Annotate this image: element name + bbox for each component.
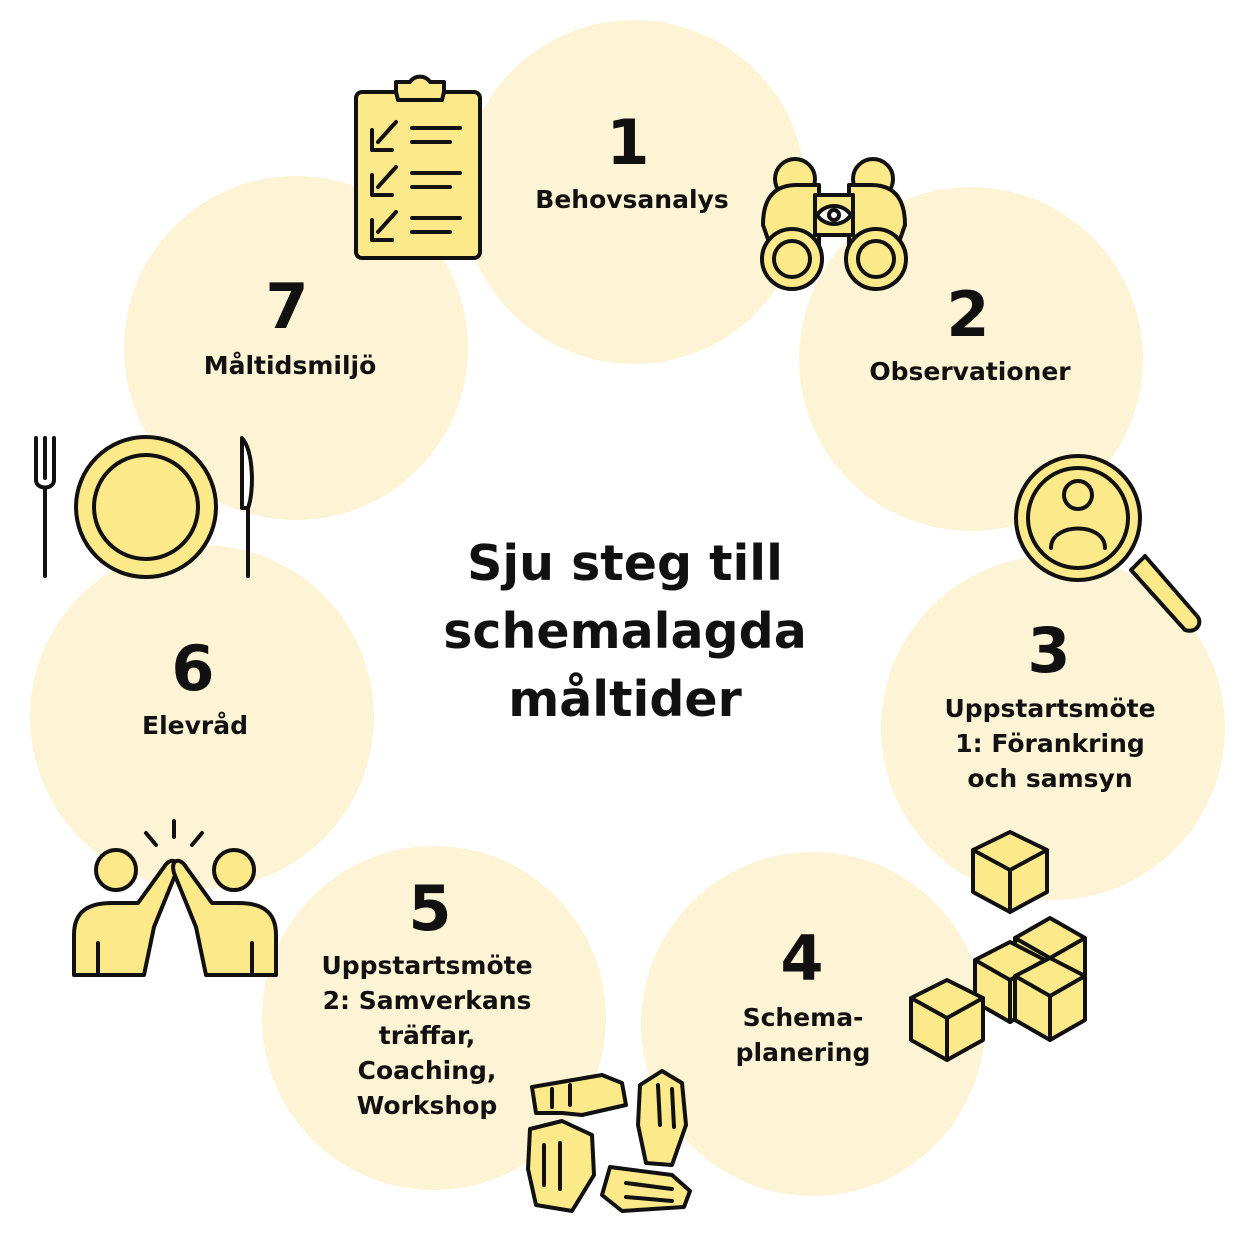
step-4-number: 4 [780,922,824,995]
clipboard-icon [354,74,482,260]
magnifier-person-icon [1014,454,1202,633]
step-3-label: Uppstartsmöte 1: Förankring och samsyn [944,694,1156,793]
step-4-label: Schema- planering [735,1003,871,1067]
binoculars-icon [760,157,908,291]
hands-circle-icon [526,1069,692,1213]
step-2-label: Observationer [869,357,1071,386]
step-7-number: 7 [265,270,309,343]
step-1-number: 1 [606,106,650,179]
step-5-number: 5 [408,872,452,945]
step-6-number: 6 [171,632,215,705]
step-3-number: 3 [1027,614,1071,687]
step-6-label: Elevråd [142,711,248,740]
step-5-label: Uppstartsmöte 2: Samverkans träffar, Coa… [321,951,533,1120]
step-2-number: 2 [946,278,990,351]
step-1-circle [462,20,806,364]
high-five-icon [72,819,278,977]
blocks-icon [909,830,1087,1062]
step-7-label: Måltidsmiljö [203,351,377,380]
step-1-label: Behovsanalys [535,185,729,214]
diagram-title: Sju steg till schemalagda måltider [443,535,807,728]
plate-cutlery-icon [34,435,254,579]
